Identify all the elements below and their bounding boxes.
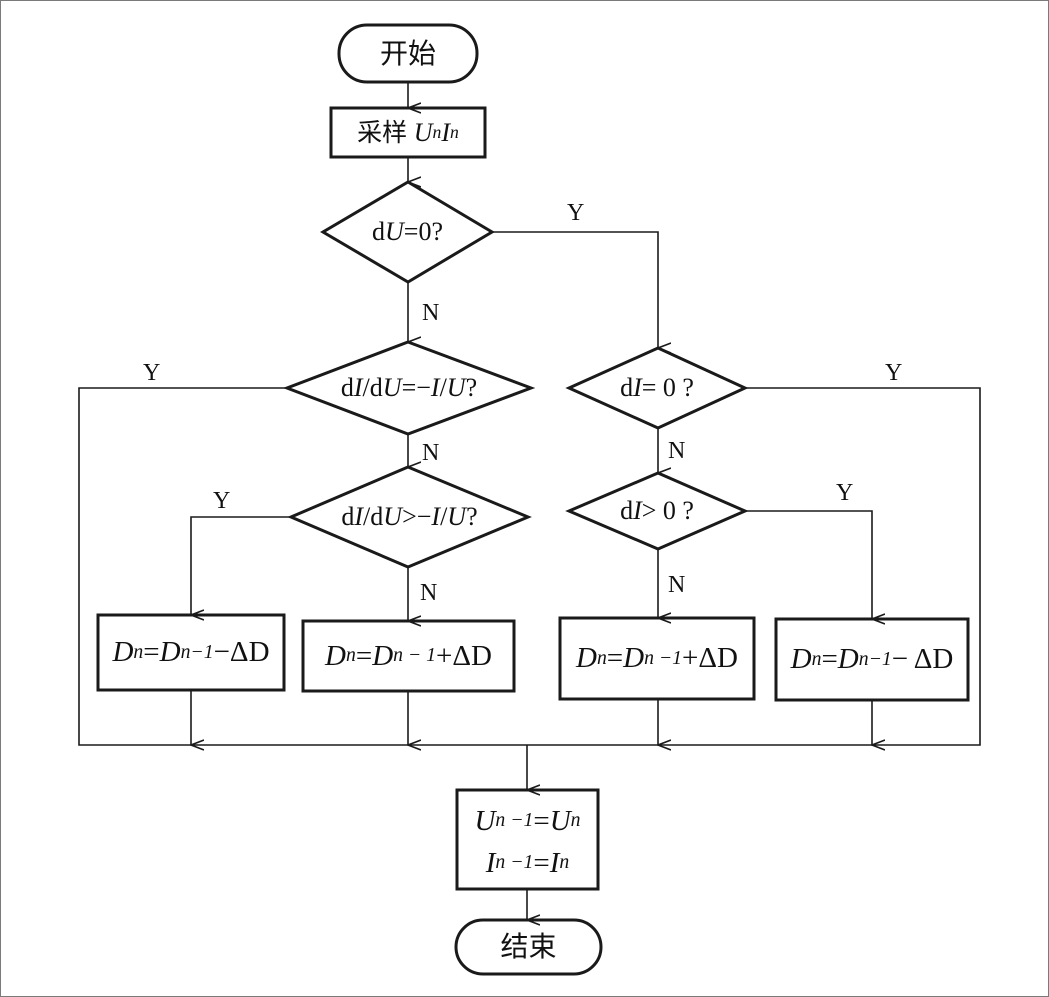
label-didu-gt-no: N (420, 580, 438, 606)
label-didu-eq-no: N (422, 440, 440, 466)
bypass-loop (78, 387, 981, 746)
label-di-pos-yes: Y (836, 480, 854, 506)
label-du-no: N (422, 300, 440, 326)
label-di-pos-no: N (668, 572, 686, 598)
arrow-di-pos-yes (745, 510, 872, 619)
box-increase-left (301, 619, 516, 693)
start-label: 开始 (379, 36, 436, 70)
end-label: 结束 (500, 930, 557, 963)
sample-process-box (329, 106, 487, 159)
arrow-didu-gt-yes (191, 516, 291, 615)
label-di-zero-yes: Y (885, 360, 903, 386)
label-didu-eq-yes: Y (143, 360, 161, 386)
label-didu-gt-yes: Y (213, 488, 231, 514)
label-di-zero-no: N (668, 438, 686, 464)
label-du-yes: Y (567, 200, 585, 226)
box-decrease-right (774, 617, 970, 702)
arrow-du-yes (492, 231, 658, 348)
box-increase-right (558, 616, 756, 701)
